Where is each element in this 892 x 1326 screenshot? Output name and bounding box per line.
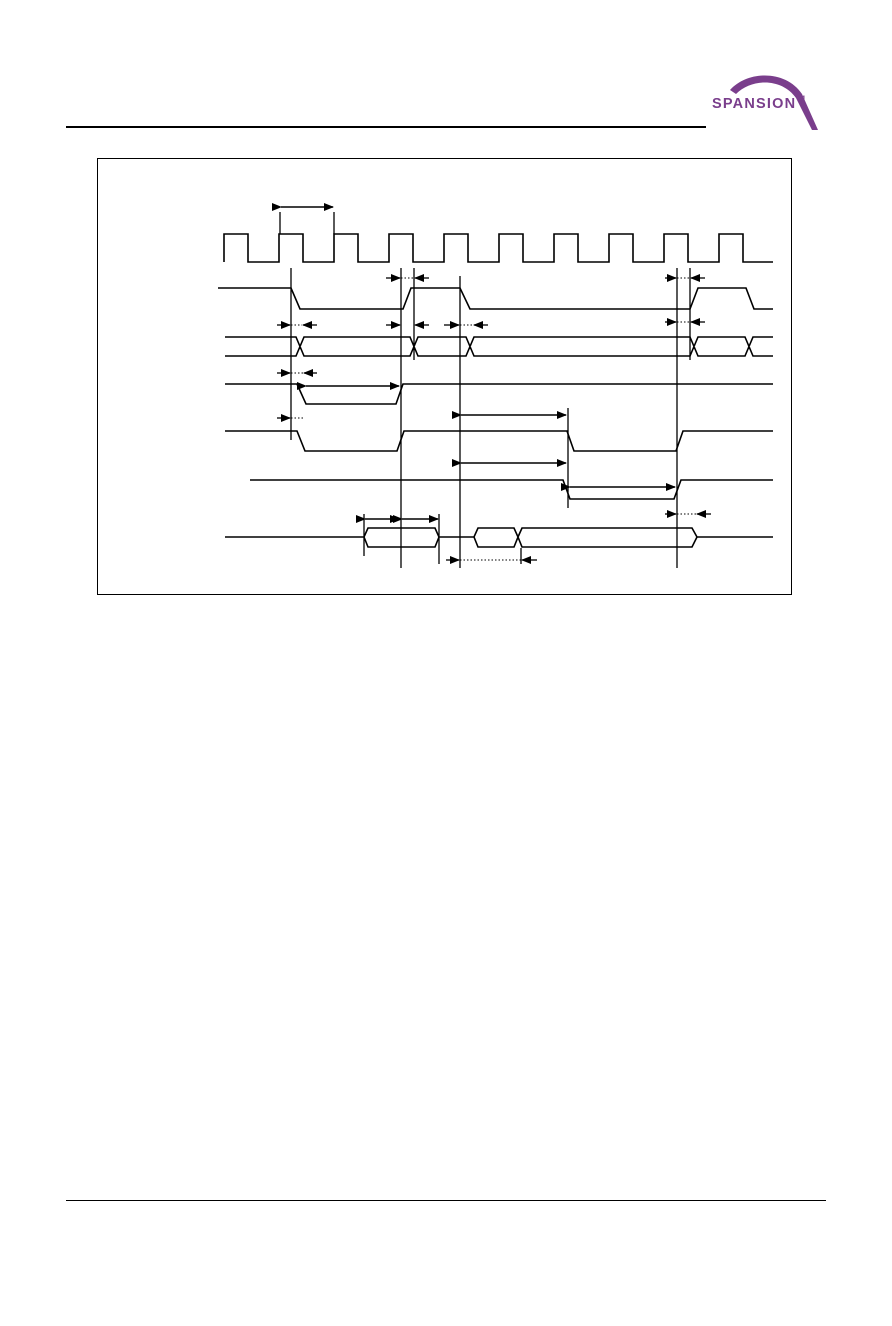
timing-dotted-connectors — [291, 277, 696, 561]
signal-1-waveform — [218, 287, 773, 310]
footer-rule — [66, 1200, 826, 1201]
header-rule — [66, 126, 706, 128]
signal-2-bus-waveform — [225, 336, 773, 357]
timing-reference-lines — [279, 212, 691, 568]
timing-setup-hold-arrows — [277, 274, 711, 564]
timing-span-arrows — [272, 203, 676, 523]
data-bus-waveform — [225, 527, 773, 548]
signal-3-waveform — [225, 383, 773, 405]
logo-swoosh-icon — [730, 75, 818, 130]
timing-diagram-frame — [97, 158, 792, 595]
signal-5-waveform — [250, 479, 773, 500]
logo-wordmark: SPANSIONTM — [712, 96, 805, 112]
spansion-logo: SPANSIONTM — [708, 72, 828, 134]
clock-waveform — [223, 233, 773, 263]
signal-4-waveform — [225, 430, 773, 452]
